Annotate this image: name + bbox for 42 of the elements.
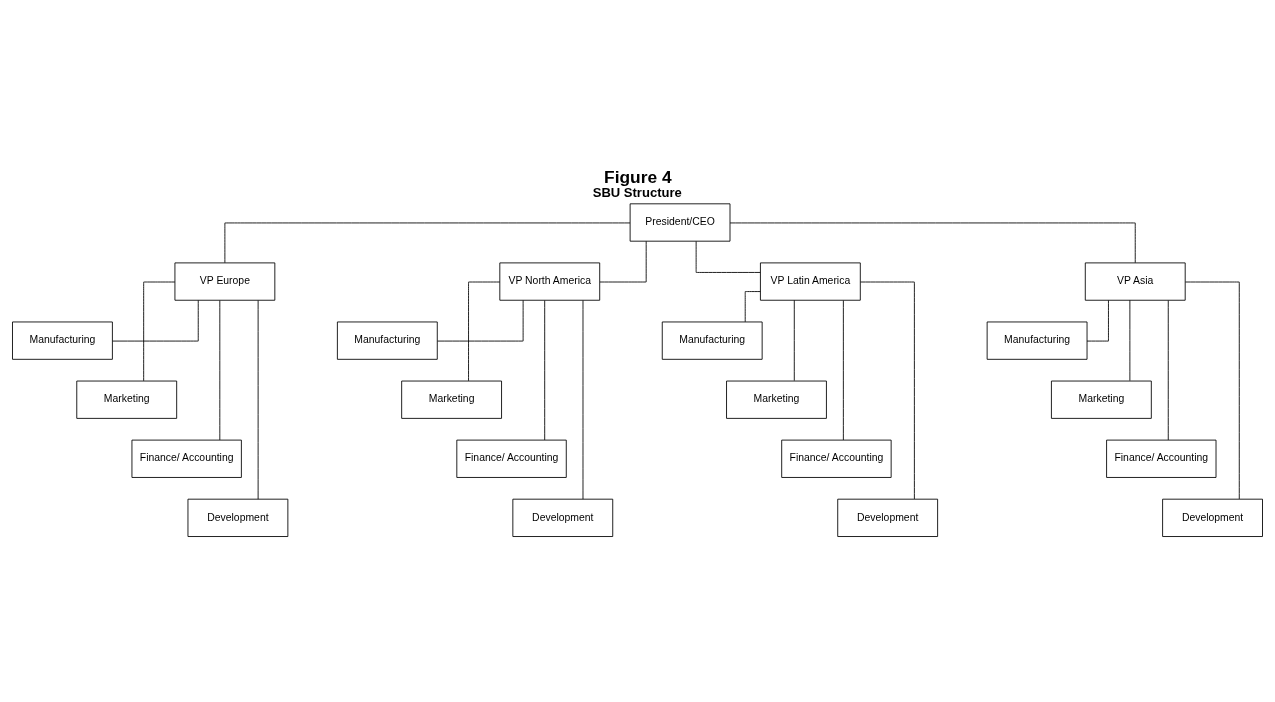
connector [112,299,199,341]
node-box: Marketing [1051,380,1152,419]
node-box: Finance/ Accounting [456,439,567,478]
node-box: VP Asia [1084,261,1186,301]
connector [1086,299,1109,341]
connector [257,299,259,500]
node-box: Manufacturing [661,321,763,360]
connector [842,299,844,440]
node-box: VP Europe [174,261,276,301]
connector [1167,299,1169,440]
connector [695,240,761,273]
connector [468,281,501,381]
node-box: President/CEO [629,202,731,242]
node-box: Marketing [726,380,827,419]
node-box: Development [837,498,939,537]
node-box: VP North America [499,261,601,301]
node-box: Finance/ Accounting [1106,439,1217,478]
connector [544,299,546,440]
node-box: Development [187,498,289,537]
node-box: Finance/ Accounting [131,439,242,478]
connector [599,240,647,282]
node-box: Marketing [401,380,502,419]
connector [224,222,631,263]
node-box: Finance/ Accounting [781,439,892,478]
node-box: Marketing [76,380,178,419]
connector [729,222,1136,263]
node-box: Development [512,498,614,537]
connector [793,299,795,381]
diagram-title: Figure 4 [604,166,672,187]
connector [219,299,221,440]
connector [143,281,176,381]
connector [744,290,761,322]
connector [582,299,584,500]
node-box: Manufacturing [986,321,1088,360]
node-box: Manufacturing [336,321,438,360]
connector [1129,299,1131,381]
connector [1185,281,1240,499]
connector [437,299,524,341]
node-box: Manufacturing [12,321,113,360]
node-box: Development [1162,498,1263,537]
node-box: VP Latin America [760,261,861,301]
connector [860,281,915,499]
